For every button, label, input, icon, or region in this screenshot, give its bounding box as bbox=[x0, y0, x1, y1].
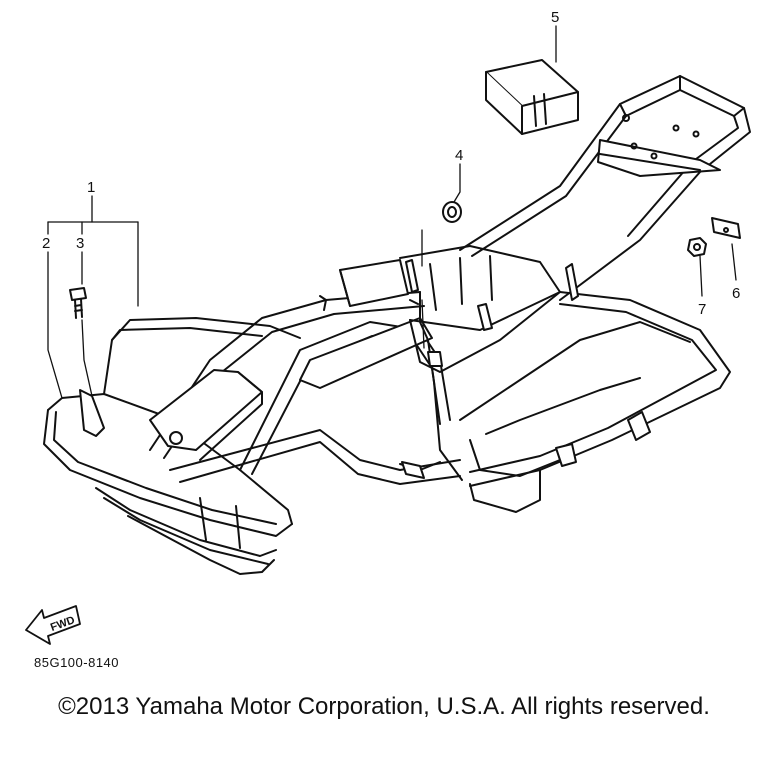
frame-main bbox=[43, 75, 751, 575]
part-5-box bbox=[485, 59, 579, 135]
callout-3: 3 bbox=[76, 235, 84, 252]
leader-lines bbox=[47, 25, 737, 399]
part-3-bolt bbox=[69, 287, 87, 319]
callout-4: 4 bbox=[455, 147, 463, 164]
part-6-plate bbox=[711, 217, 741, 239]
part-7-nut bbox=[687, 237, 707, 257]
callout-labels: 1 2 3 4 5 6 7 bbox=[42, 9, 740, 318]
callout-7: 7 bbox=[698, 301, 706, 318]
fwd-arrow-icon: FWD bbox=[25, 605, 81, 645]
frame-exploded-diagram: 1 2 3 4 5 6 7 FWD bbox=[25, 9, 751, 645]
callout-5: 5 bbox=[551, 9, 559, 26]
callout-6: 6 bbox=[732, 285, 740, 302]
diagram-part-code: 85G100-8140 bbox=[34, 655, 120, 670]
part-4-grommet bbox=[442, 201, 462, 223]
callout-1: 1 bbox=[87, 179, 95, 196]
copyright-notice: ©2013 Yamaha Motor Corporation, U.S.A. A… bbox=[58, 693, 710, 720]
callout-2: 2 bbox=[42, 235, 50, 252]
